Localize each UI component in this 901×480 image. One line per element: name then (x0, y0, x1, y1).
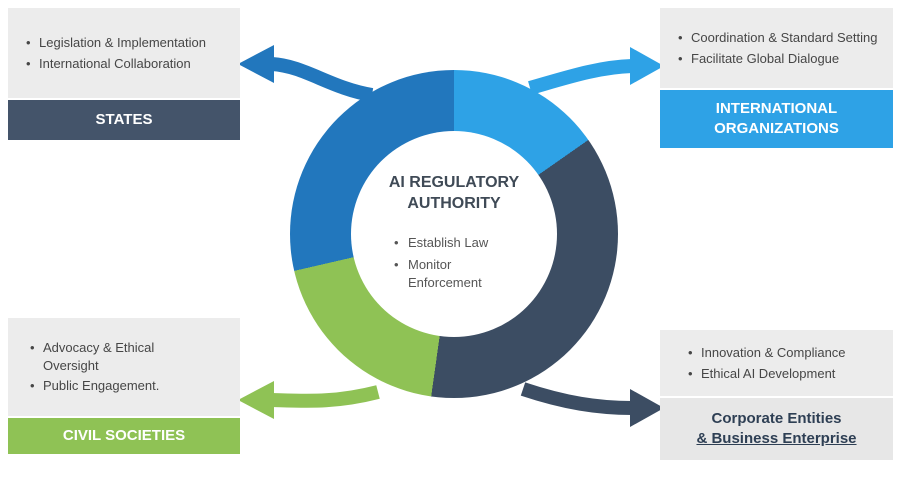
bullet-item: Public Engagement. (26, 377, 188, 395)
bullet-item: Innovation & Compliance (684, 344, 885, 362)
donut-center: AI REGULATORY AUTHORITY Establish Law Mo… (351, 131, 557, 337)
bullet-item: Coordination & Standard Setting (674, 29, 885, 47)
donut-ring: AI REGULATORY AUTHORITY Establish Law Mo… (290, 70, 618, 398)
corporate-title-line2: & Business Enterprise (696, 430, 857, 447)
bullet-item: Legislation & Implementation (22, 34, 232, 52)
corporate-entities-title: Corporate Entities & Business Enterprise (660, 398, 893, 460)
civil-societies-box: Advocacy & Ethical Oversight Public Enga… (8, 318, 240, 416)
center-title: AI REGULATORY AUTHORITY (388, 173, 520, 212)
corporate-entities-bullet-list: Innovation & Compliance Ethical AI Devel… (684, 341, 885, 385)
corporate-title-line1: Corporate Entities (711, 409, 842, 427)
arrow-to-states (238, 45, 374, 102)
bullet-item: Ethical AI Development (684, 365, 885, 383)
bullet-item: International Collaboration (22, 55, 232, 73)
bullet-item: Monitor Enforcement (392, 256, 516, 291)
international-organizations-title: INTERNATIONAL ORGANIZATIONS (660, 90, 893, 148)
arrow-to-civil-societies (238, 381, 380, 419)
civil-societies-title: CIVIL SOCIETIES (8, 418, 240, 454)
bullet-item: Facilitate Global Dialogue (674, 50, 885, 68)
international-organizations-box: Coordination & Standard Setting Facilita… (660, 8, 893, 88)
international-organizations-bullet-list: Coordination & Standard Setting Facilita… (674, 26, 885, 70)
states-bullet-list: Legislation & Implementation Internation… (22, 31, 232, 75)
bullet-item: Advocacy & Ethical Oversight (26, 339, 188, 374)
arrow-to-international-organizations (528, 47, 664, 95)
corporate-entities-box: Innovation & Compliance Ethical AI Devel… (660, 330, 893, 396)
center-bullet-list: Establish Law Monitor Enforcement (392, 230, 516, 295)
bullet-item: Establish Law (392, 234, 516, 252)
civil-societies-bullet-list: Advocacy & Ethical Oversight Public Enga… (26, 336, 232, 398)
states-title: STATES (8, 100, 240, 140)
states-box: Legislation & Implementation Internation… (8, 8, 240, 98)
arrow-to-corporate-entities (520, 382, 664, 427)
